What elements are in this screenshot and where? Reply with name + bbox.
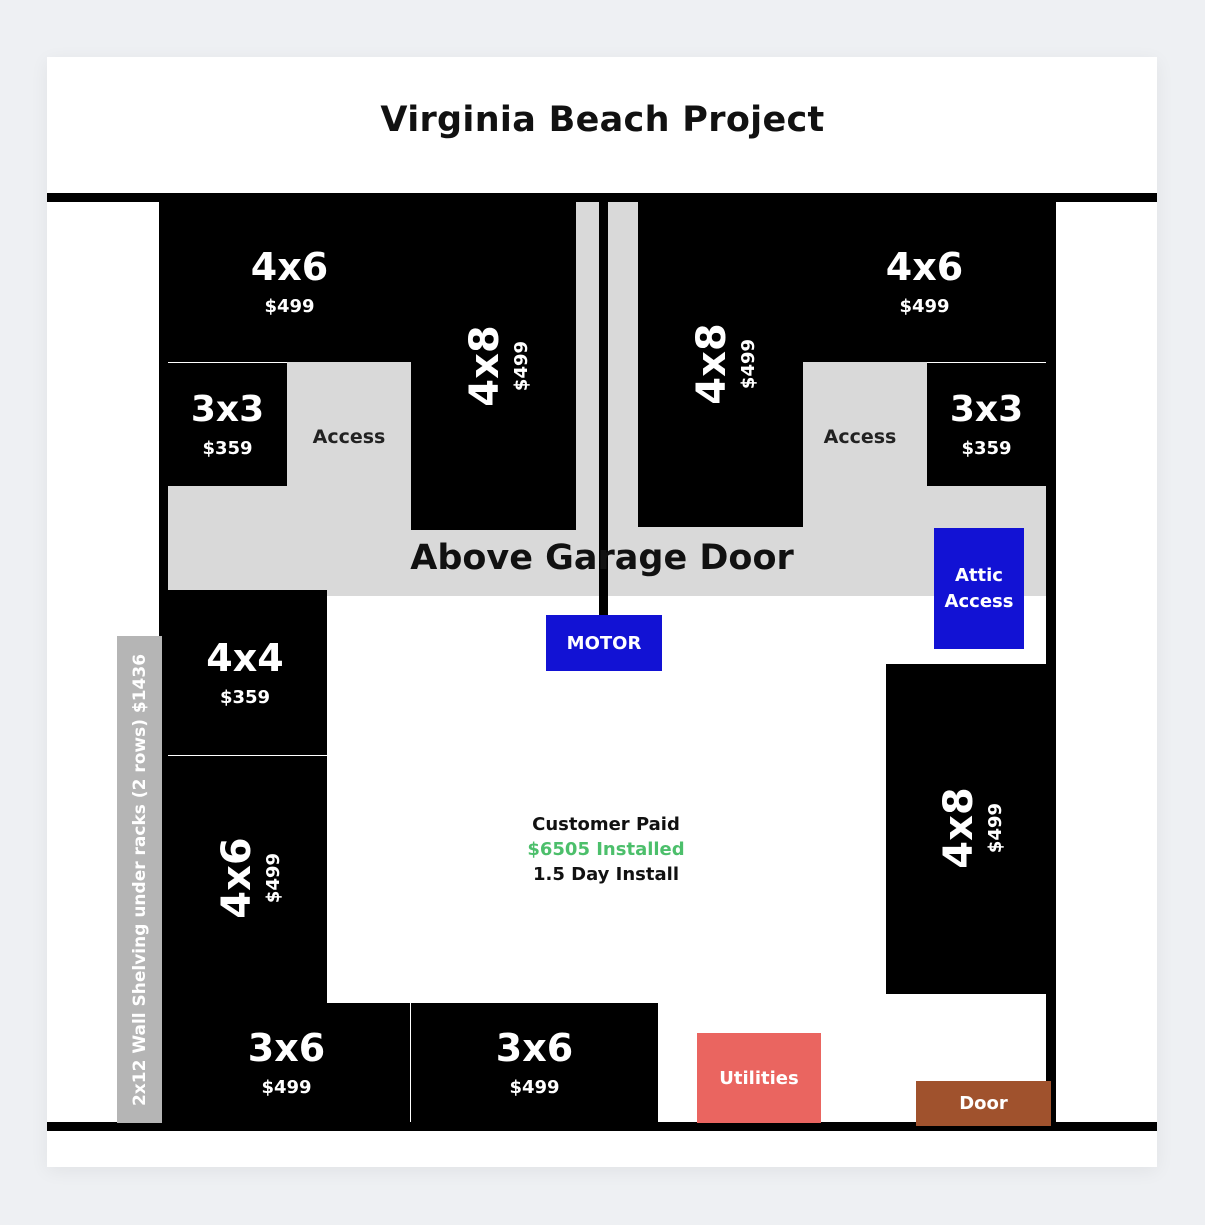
summary-install-duration: 1.5 Day Install bbox=[532, 864, 679, 885]
rack-size: 3x6 bbox=[247, 1025, 326, 1070]
rack-price: $359 bbox=[202, 437, 253, 459]
motor-rail bbox=[599, 202, 608, 616]
rack-size: 4x8 bbox=[689, 323, 735, 405]
rack-price: $499 bbox=[509, 1076, 560, 1098]
access-area-right bbox=[803, 362, 927, 487]
wall-shelving-label: 2x12 Wall Shelving under racks (2 rows) … bbox=[130, 653, 150, 1107]
rack-right-3x3: 3x3 $359 bbox=[927, 363, 1046, 486]
rack-price: $499 bbox=[263, 852, 284, 904]
access-label-right: Access bbox=[823, 426, 897, 448]
door-label: Door bbox=[959, 1093, 1008, 1114]
rack-size: 4x6 bbox=[885, 245, 964, 289]
above-garage-door-label: Above Garage Door bbox=[410, 538, 794, 578]
rack-size: 4x8 bbox=[462, 325, 508, 407]
rack-left-4x6-label: 4x6 $499 bbox=[214, 837, 284, 919]
rack-top-right-4x8 bbox=[638, 202, 803, 527]
rack-left-4x4: 4x4 $359 bbox=[163, 590, 327, 755]
project-summary: Customer Paid $6505 Installed 1.5 Day In… bbox=[456, 812, 756, 887]
rack-top-left-4x8-label: 4x8 $499 bbox=[462, 325, 532, 407]
rack-size: 4x6 bbox=[214, 837, 260, 919]
attic-label-line1: Attic bbox=[955, 564, 1003, 586]
wall-shelving bbox=[117, 636, 162, 1123]
rack-size: 4x6 bbox=[250, 245, 329, 289]
rack-price: $499 bbox=[264, 296, 315, 317]
utilities-label: Utilities bbox=[719, 1067, 799, 1089]
rack-price: $359 bbox=[961, 437, 1012, 459]
rack-size: 3x3 bbox=[949, 388, 1024, 430]
rack-top-right-4x6: 4x6 $499 bbox=[803, 202, 1046, 362]
rack-size: 4x8 bbox=[936, 787, 982, 869]
rack-top-right-4x8-label: 4x8 $499 bbox=[689, 323, 759, 405]
motor: MOTOR bbox=[546, 615, 662, 671]
top-wall bbox=[47, 193, 1157, 202]
rack-price: $499 bbox=[261, 1076, 312, 1098]
rack-bottom-3x6-b: 3x6 $499 bbox=[411, 1003, 658, 1122]
rack-size: 4x4 bbox=[206, 635, 284, 680]
door: Door bbox=[916, 1081, 1051, 1126]
attic-label-line2: Access bbox=[944, 590, 1014, 612]
rack-size: 3x3 bbox=[190, 388, 265, 430]
rack-price: $499 bbox=[738, 338, 759, 390]
rack-right-4x8-label: 4x8 $499 bbox=[936, 787, 1006, 869]
bottom-wall bbox=[47, 1122, 1157, 1131]
right-wall bbox=[1046, 202, 1056, 1127]
summary-installed-amount: $6505 Installed bbox=[527, 839, 685, 860]
rack-price: $359 bbox=[219, 686, 271, 708]
rack-price: $499 bbox=[985, 802, 1006, 854]
rack-bottom-3x6-a: 3x6 $499 bbox=[163, 1003, 410, 1122]
page-title: Virginia Beach Project bbox=[380, 100, 825, 140]
rack-price: $499 bbox=[511, 340, 532, 392]
utilities: Utilities bbox=[697, 1033, 821, 1123]
rack-right-4x8 bbox=[886, 664, 1046, 994]
rack-size: 3x6 bbox=[495, 1025, 574, 1070]
access-area-left bbox=[287, 362, 411, 487]
rack-top-left-4x8 bbox=[411, 202, 576, 530]
rack-left-3x3: 3x3 $359 bbox=[168, 363, 287, 486]
access-label-left: Access bbox=[312, 426, 386, 448]
attic-access: Attic Access bbox=[934, 528, 1024, 649]
rack-left-4x6 bbox=[163, 756, 327, 1003]
rack-top-left-4x6: 4x6 $499 bbox=[168, 202, 411, 362]
summary-customer-paid: Customer Paid bbox=[532, 814, 680, 835]
rack-price: $499 bbox=[899, 296, 950, 317]
